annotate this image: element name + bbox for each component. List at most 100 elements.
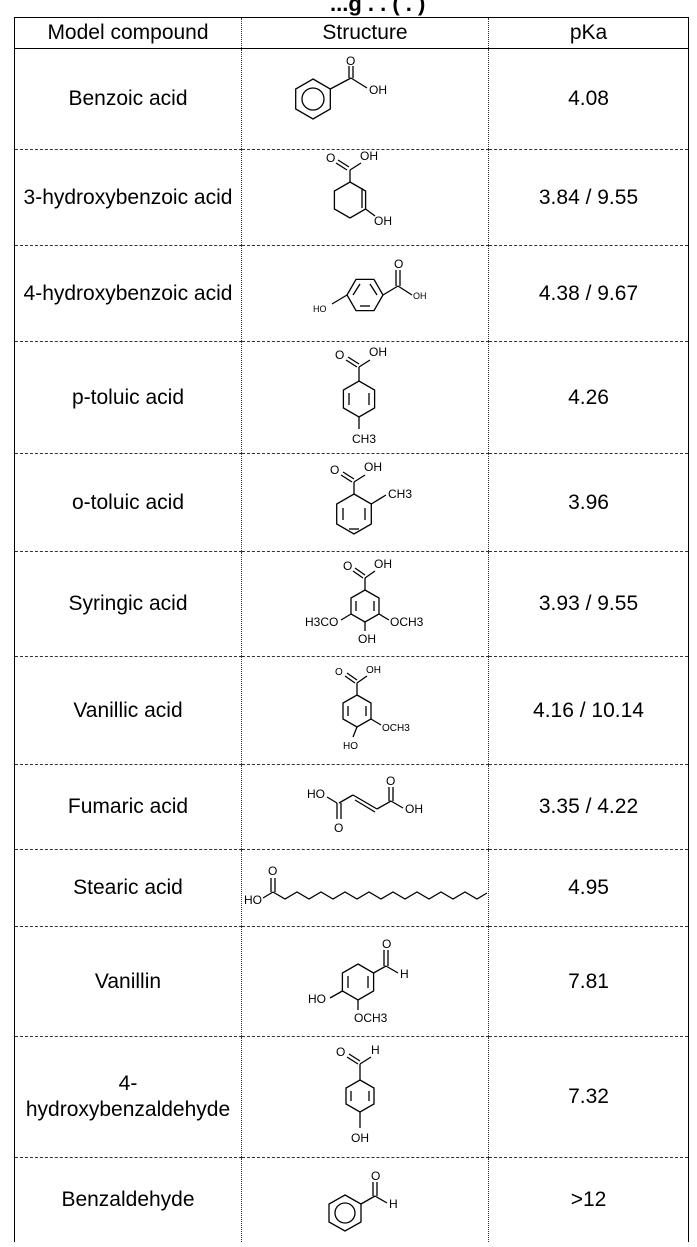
svg-text:OH: OH xyxy=(369,83,387,97)
svg-text:OH: OH xyxy=(360,149,378,163)
3-hydroxybenzoic-acid-structure-icon: O OH OH xyxy=(326,149,392,228)
header-pka: pKa xyxy=(488,17,689,49)
svg-text:OH: OH xyxy=(369,345,387,359)
svg-text:O: O xyxy=(335,348,344,362)
svg-text:O: O xyxy=(334,821,343,835)
pka-value: 4.38 / 9.67 xyxy=(488,245,689,342)
p-toluic-acid-structure-icon: O OH CH3 xyxy=(335,345,387,446)
svg-text:O: O xyxy=(326,151,335,165)
structure-cell: O OH OH xyxy=(241,149,489,246)
pka-value: 7.32 xyxy=(488,1036,689,1158)
svg-text:OH: OH xyxy=(364,460,382,474)
svg-text:O: O xyxy=(335,667,343,678)
compound-name: Fumaric acid xyxy=(14,764,242,850)
benzaldehyde-structure-icon: O H xyxy=(328,1169,398,1232)
structure-cell: O H xyxy=(241,1157,489,1242)
compound-name: 3-hydroxybenzoic acid xyxy=(14,149,242,246)
pka-value: 3.84 / 9.55 xyxy=(488,149,689,246)
table-row: 4-hydroxybenzoic acid O OH HO 4.38 / 9.6… xyxy=(14,245,689,342)
svg-text:HO: HO xyxy=(244,893,262,907)
structure-cell: HO O xyxy=(241,849,489,927)
compound-name: Syringic acid xyxy=(14,551,242,657)
svg-text:OCH3: OCH3 xyxy=(354,1011,388,1025)
svg-text:OCH3: OCH3 xyxy=(390,615,424,629)
svg-text:OH: OH xyxy=(374,214,392,228)
pka-value: 4.26 xyxy=(488,341,689,454)
fumaric-acid-structure-icon: HO O O OH xyxy=(307,774,423,835)
svg-text:O: O xyxy=(330,463,339,477)
structure-cell: O H HO OCH3 xyxy=(241,926,489,1037)
pka-value: >12 xyxy=(488,1157,689,1242)
table-row: 3-hydroxybenzoic acid O OH OH 3.84 / 9.5… xyxy=(14,149,689,246)
compound-name: o-toluic acid xyxy=(14,453,242,552)
pka-value: 3.93 / 9.55 xyxy=(488,551,689,657)
stearic-acid-structure-icon: HO O xyxy=(244,864,487,907)
svg-text:O: O xyxy=(394,257,403,271)
compound-name: p-toluic acid xyxy=(14,341,242,454)
svg-text:O: O xyxy=(382,937,391,951)
svg-text:CH3: CH3 xyxy=(388,487,412,501)
svg-text:O: O xyxy=(346,54,355,68)
svg-text:H: H xyxy=(371,1043,380,1057)
svg-text:H: H xyxy=(400,967,409,981)
pka-value: 4.95 xyxy=(488,849,689,927)
compound-name: Benzaldehyde xyxy=(14,1157,242,1242)
structure-cell: HO O O OH xyxy=(241,764,489,850)
syringic-acid-structure-icon: O OH OCH3 H3CO OH xyxy=(305,557,424,646)
svg-text:O: O xyxy=(386,774,395,788)
svg-text:OCH3: OCH3 xyxy=(382,723,410,734)
table-row: Fumaric acid HO O O OH 3.35 / 4.22 xyxy=(14,764,689,850)
table-row: Syringic acid O OH OCH3 H3CO OH xyxy=(14,551,689,657)
svg-text:H3CO: H3CO xyxy=(305,615,338,629)
structure-cell: O OH CH3 xyxy=(241,453,489,552)
pka-value: 3.35 / 4.22 xyxy=(488,764,689,850)
compound-name: 4-hydroxybenzaldehyde xyxy=(14,1036,242,1158)
svg-text:HO: HO xyxy=(307,787,325,801)
svg-text:O: O xyxy=(343,559,352,573)
svg-text:OH: OH xyxy=(366,665,381,676)
svg-text:HO: HO xyxy=(308,992,326,1006)
structure-cell: O OH OCH3 HO xyxy=(241,656,489,765)
svg-text:OH: OH xyxy=(374,557,392,571)
structure-cell: O H OH xyxy=(241,1036,489,1158)
table-row: o-toluic acid O OH CH3 3.96 xyxy=(14,453,689,552)
structure-cell: O OH HO xyxy=(241,245,489,342)
compound-name: Benzoic acid xyxy=(14,48,242,150)
table-caption: ...g . . ( . ) xyxy=(330,0,426,16)
svg-text:OH: OH xyxy=(351,1131,369,1145)
table-row: Vanillic acid O OH OCH3 HO 4.16 / 10.14 xyxy=(14,656,689,765)
compound-name: 4-hydroxybenzoic acid xyxy=(14,245,242,342)
vanillin-structure-icon: O H HO OCH3 xyxy=(308,937,409,1025)
svg-text:O: O xyxy=(336,1045,345,1059)
compound-name: Vanillin xyxy=(14,926,242,1037)
structure-cell: O OH xyxy=(241,48,489,150)
svg-text:O: O xyxy=(371,1169,380,1183)
svg-text:OH: OH xyxy=(413,291,427,301)
table-row: Benzaldehyde O H >12 xyxy=(14,1157,689,1242)
structure-cell: O OH CH3 xyxy=(241,341,489,454)
pka-table: Model compound Structure pKa Benzoic aci… xyxy=(14,17,689,1242)
svg-text:HO: HO xyxy=(313,304,327,314)
svg-text:OH: OH xyxy=(405,802,423,816)
svg-text:O: O xyxy=(268,864,277,878)
compound-name: Vanillic acid xyxy=(14,656,242,765)
svg-text:CH3: CH3 xyxy=(352,432,376,446)
svg-text:H: H xyxy=(389,1197,398,1211)
table-row: p-toluic acid O OH CH3 4.26 xyxy=(14,341,689,454)
4-hydroxybenzaldehyde-structure-icon: O H OH xyxy=(336,1043,380,1145)
benzoic-acid-structure-icon: O OH xyxy=(295,54,387,120)
compound-name: Stearic acid xyxy=(14,849,242,927)
pka-value: 4.08 xyxy=(488,48,689,150)
header-structure: Structure xyxy=(241,17,489,49)
svg-text:OH: OH xyxy=(358,632,376,646)
table-row: Stearic acid HO O 4.95 xyxy=(14,849,689,927)
structure-cell: O OH OCH3 H3CO OH xyxy=(241,551,489,657)
vanillic-acid-structure-icon: O OH OCH3 HO xyxy=(335,665,410,752)
table-row: Benzoic acid O OH 4.08 xyxy=(14,48,689,150)
table-row: 4-hydroxybenzaldehyde O H OH 7.32 xyxy=(14,1036,689,1158)
header-row: Model compound Structure pKa xyxy=(14,17,689,49)
pka-value: 3.96 xyxy=(488,453,689,552)
pka-value: 7.81 xyxy=(488,926,689,1037)
svg-text:HO: HO xyxy=(343,741,358,752)
header-model-compound: Model compound xyxy=(14,17,242,49)
